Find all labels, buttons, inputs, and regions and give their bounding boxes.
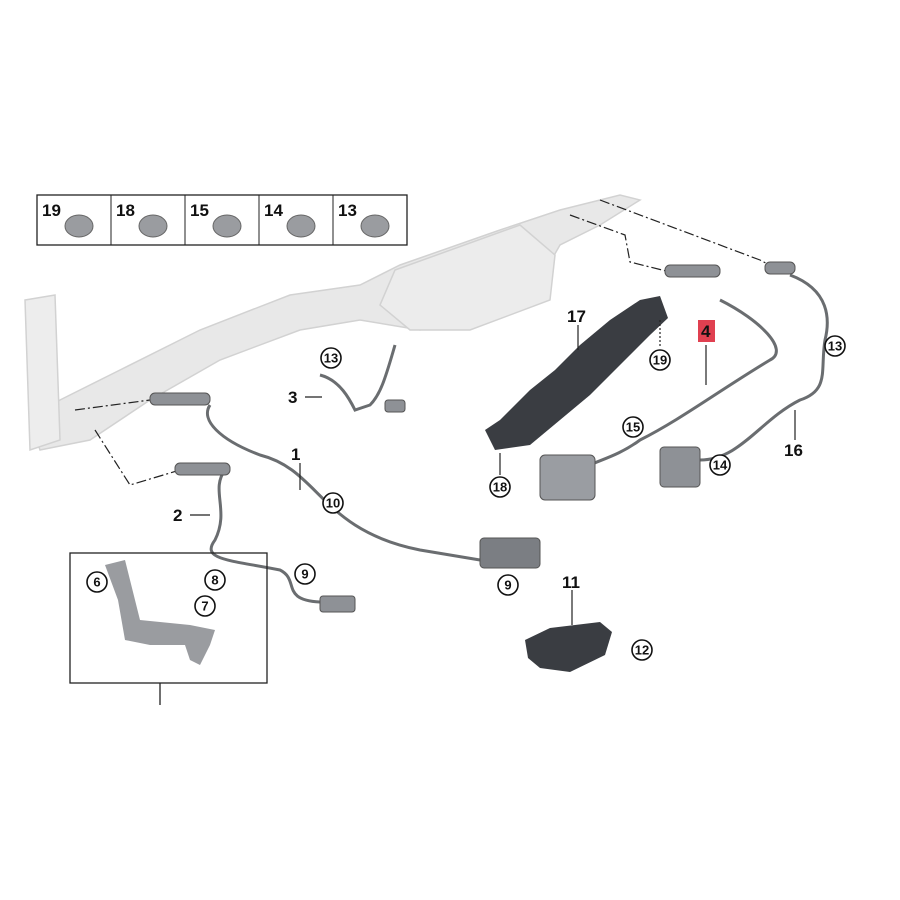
sensor-4-probe [664,264,721,278]
parts-box-item-number: 13 [338,201,357,220]
callout-9: 9 [294,563,316,585]
exhaust-pipe [24,194,642,452]
callout-18: 18 [489,476,511,498]
callout-13: 13 [320,347,342,369]
sensor-1-probe [149,392,211,406]
label-part-11: 11 [562,573,580,592]
label-part-17: 17 [567,307,586,326]
label-part-4: 4 [701,322,711,341]
callout-circle [489,476,511,498]
connector-2 [319,595,356,613]
callout-7: 7 [194,595,216,617]
callout-10: 10 [322,492,344,514]
callout-number: 9 [504,578,511,593]
callout-number: 14 [713,458,728,473]
callout-number: 15 [626,420,640,435]
callout-14: 14 [709,454,731,476]
inset-bracket [105,560,215,665]
callout-circle [631,639,653,661]
bracket-11 [525,622,612,672]
callout-19: 19 [649,349,671,371]
parts-box-item-number: 15 [190,201,209,220]
callout-8: 8 [204,569,226,591]
callout-number: 13 [324,351,338,366]
callout-circle [294,563,316,585]
parts-box-item-number: 14 [264,201,283,220]
label-part-1: 1 [291,445,300,464]
label-part-3: 3 [288,388,297,407]
callout-9: 9 [497,574,519,596]
connector-16 [659,446,701,488]
parts-box-item-number: 18 [116,201,135,220]
highlight-part-4 [698,320,715,342]
label-leaders [190,320,796,625]
callout-number: 12 [635,643,649,658]
detail-inset-frame [69,552,268,684]
callout-circle [86,571,108,593]
parts-box-item-icon [286,214,316,238]
sensor-3-plug [384,399,406,413]
control-unit-4 [539,454,596,501]
bracket-17 [485,296,668,450]
connector-1 [479,537,541,569]
parts-box-item-icon [64,214,94,238]
callout-circle [649,349,671,371]
callout-circle [824,335,846,357]
callout-number: 7 [201,599,208,614]
sensor-parts [149,261,796,613]
callout-circle [194,595,216,617]
callout-circle [320,347,342,369]
small-parts-box: 19 18 15 14 13 [36,194,408,246]
callout-circle [497,574,519,596]
callout-number: 9 [301,567,308,582]
callout-15: 15 [622,416,644,438]
sensor-16-probe [764,261,796,275]
label-part-16: 16 [784,441,803,460]
callout-circle [204,569,226,591]
callout-circle [622,416,644,438]
parts-box-item-icon [138,214,168,238]
label-part-2: 2 [173,506,182,525]
callout-number: 6 [93,575,100,590]
callout-12: 12 [631,639,653,661]
part-labels: 3 1 2 17 16 11 4 [173,307,803,592]
callout-number: 19 [653,353,667,368]
callout-circle [322,492,344,514]
parts-box-item-icon [360,214,390,238]
parts-box-item-icon [212,214,242,238]
callout-number: 18 [493,480,507,495]
callout-number: 8 [211,573,218,588]
sensor-2-probe [174,462,231,476]
callout-number: 13 [828,339,842,354]
callout-circle [709,454,731,476]
parts-box-item-number: 19 [42,201,61,220]
callout-13: 13 [824,335,846,357]
callout-number: 10 [326,496,340,511]
callout-6: 6 [86,571,108,593]
